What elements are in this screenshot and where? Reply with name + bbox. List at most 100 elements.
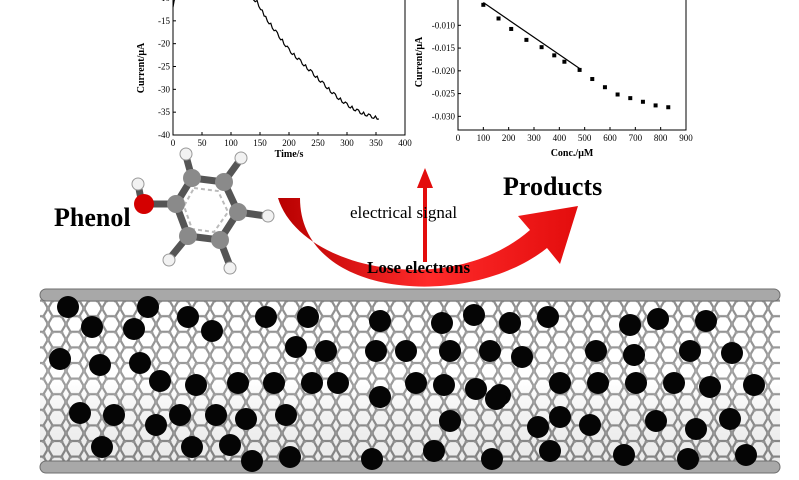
dopant-atom — [369, 310, 391, 332]
dopant-atom — [439, 410, 461, 432]
chart1-y-axis-title: Current/μA — [136, 42, 147, 93]
x-tick-label: 200 — [282, 138, 296, 148]
dopant-atom — [433, 374, 455, 396]
dopant-atom — [81, 316, 103, 338]
x-tick-label: 50 — [198, 138, 208, 148]
dopant-atom — [369, 386, 391, 408]
tube-top-edge — [39, 288, 781, 302]
dopant-atom — [695, 310, 717, 332]
x-tick-label: 700 — [629, 133, 643, 143]
reaction-arrows — [278, 168, 578, 287]
y-tick-label: -35 — [158, 107, 170, 117]
dopant-atom — [463, 304, 485, 326]
dopant-atom — [185, 374, 207, 396]
data-point — [562, 59, 567, 64]
dopant-atom — [181, 436, 203, 458]
dopant-atom — [297, 306, 319, 328]
tube-bottom-edge — [39, 460, 781, 474]
dopant-atom — [625, 372, 647, 394]
dopant-atom — [735, 444, 757, 466]
dopant-atom — [123, 318, 145, 340]
y-tick-label: -0.015 — [432, 43, 456, 53]
dopant-atom — [205, 404, 227, 426]
chart2-x-axis-title: Conc./μM — [551, 148, 594, 159]
dopant-atom — [57, 296, 79, 318]
dopant-atom — [511, 346, 533, 368]
electrical-signal-label: electrical signal — [350, 203, 458, 222]
dopant-atom — [579, 414, 601, 436]
dopant-atom — [405, 372, 427, 394]
dopant-atom — [721, 342, 743, 364]
dopant-atom — [235, 408, 257, 430]
x-tick-label: 400 — [553, 133, 567, 143]
dopant-atom — [587, 372, 609, 394]
dopant-atom — [285, 336, 307, 358]
data-point — [577, 67, 582, 72]
x-tick-label: 400 — [398, 138, 412, 148]
hydrogen-atom — [223, 261, 237, 275]
dopant-atom — [613, 444, 635, 466]
dopant-atom — [645, 410, 667, 432]
x-tick-label: 0 — [456, 133, 461, 143]
dopant-atom — [585, 340, 607, 362]
x-tick-label: 250 — [311, 138, 325, 148]
x-tick-label: 350 — [369, 138, 383, 148]
signal-arrow-head — [417, 168, 433, 188]
dopant-atom — [201, 320, 223, 342]
hydrogen-atom — [261, 209, 275, 223]
chart1-x-axis-title: Time/s — [275, 149, 304, 160]
data-point — [653, 103, 658, 108]
hydrogen-atom — [179, 147, 193, 161]
dopant-atom — [365, 340, 387, 362]
dopant-atoms — [49, 296, 765, 472]
data-point — [628, 96, 633, 101]
data-point — [666, 105, 671, 110]
carbon-atom — [229, 203, 247, 221]
dopant-atom — [743, 374, 765, 396]
dopant-atom — [149, 370, 171, 392]
x-tick-label: 300 — [340, 138, 354, 148]
x-tick-label: 300 — [527, 133, 541, 143]
data-point — [481, 2, 486, 7]
y-tick-label: -20 — [158, 39, 170, 49]
x-tick-label: 800 — [654, 133, 668, 143]
curved-reaction-arrow — [278, 198, 578, 287]
data-point — [524, 37, 529, 42]
dopant-atom — [145, 414, 167, 436]
data-point — [640, 99, 645, 104]
dopant-atom — [241, 450, 263, 472]
x-tick-label: 100 — [477, 133, 491, 143]
carbon-atom — [183, 169, 201, 187]
dopant-atom — [169, 404, 191, 426]
dopant-atom — [619, 314, 641, 336]
carbon-nanotube — [39, 288, 781, 474]
dopant-atom — [227, 372, 249, 394]
dopant-atom — [423, 440, 445, 462]
dopant-atom — [103, 404, 125, 426]
dopant-atom — [527, 416, 549, 438]
signal-arrow-shaft — [423, 184, 427, 262]
dopant-atom — [465, 378, 487, 400]
y-tick-label: -0.010 — [432, 20, 456, 30]
carbon-atom — [179, 227, 197, 245]
oxygen-atom — [134, 194, 154, 214]
x-tick-label: 200 — [502, 133, 516, 143]
dopant-atom — [439, 340, 461, 362]
dopant-atom — [485, 388, 507, 410]
dopant-atom — [699, 376, 721, 398]
chart2-frame — [457, 0, 687, 131]
dopant-atom — [137, 296, 159, 318]
dopant-atom — [537, 306, 559, 328]
data-point — [509, 26, 514, 31]
y-tick-label: -0.025 — [432, 89, 456, 99]
y-tick-label: -25 — [158, 62, 170, 72]
dopant-atom — [623, 344, 645, 366]
data-point — [496, 16, 501, 21]
data-point — [552, 53, 557, 58]
x-tick-label: 500 — [578, 133, 592, 143]
dopant-atom — [89, 354, 111, 376]
dopant-atom — [431, 312, 453, 334]
phenol-label: Phenol — [54, 203, 131, 232]
